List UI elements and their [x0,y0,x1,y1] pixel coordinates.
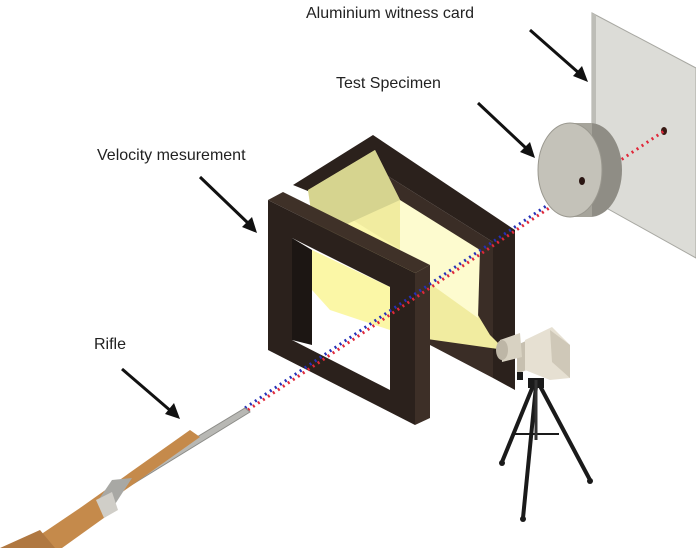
arrow-rifle [121,367,180,419]
arrow-specimen [476,101,535,158]
label-rifle: Rifle [94,336,127,353]
high-speed-camera [496,327,570,380]
test-specimen [537,122,622,218]
velocity-frame-near [268,192,430,425]
arrow-witness [529,28,588,82]
trajectory-blue [244,180,583,410]
arrow-velocity [198,175,257,233]
label-velocity-measurement: Velocity mesurement [97,147,246,164]
rifle [0,407,251,548]
label-test-specimen: Test Specimen [336,75,441,92]
tripod [499,378,593,522]
label-witness-card: Aluminium witness card [306,5,475,22]
